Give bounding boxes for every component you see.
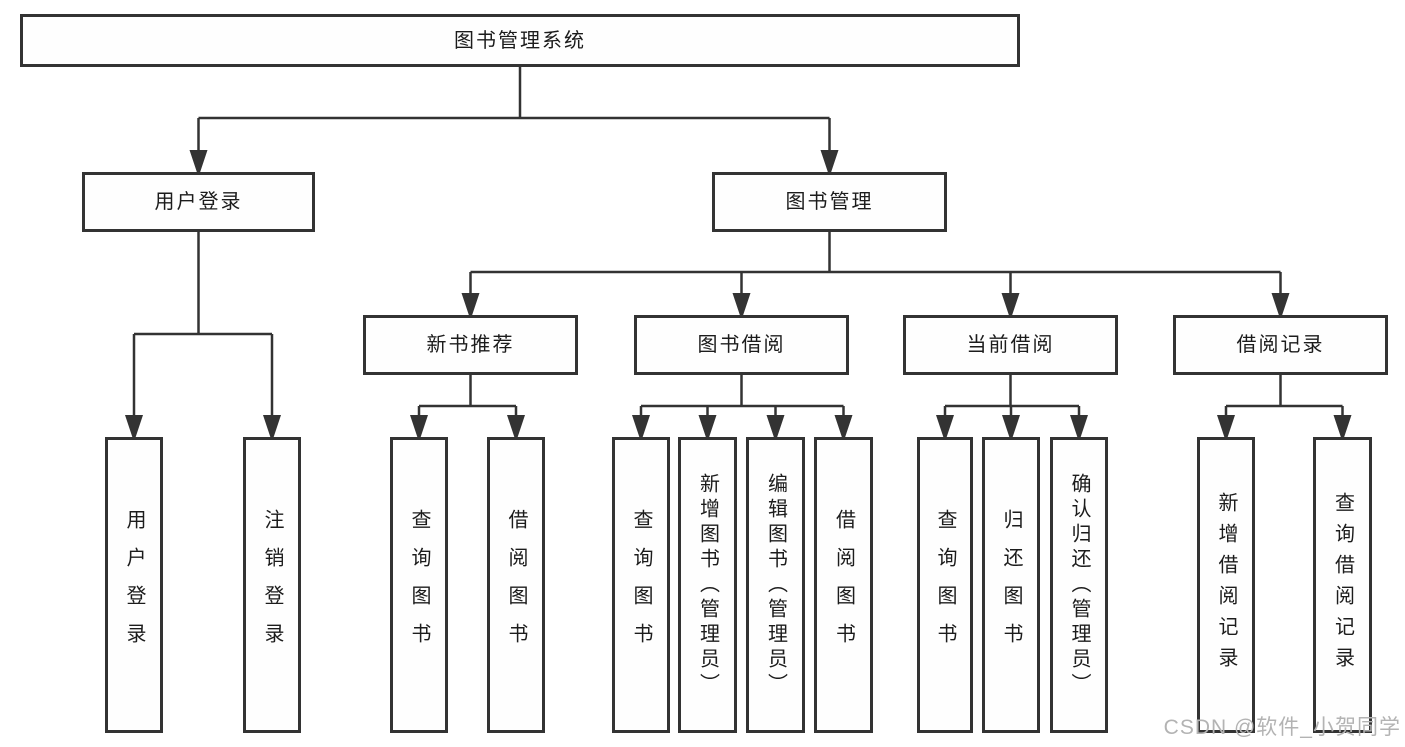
node-new-book-rec: 新书推荐 <box>363 315 578 375</box>
node-label: 借阅图书 <box>505 509 527 661</box>
node-label: 新增图书（管理员） <box>696 472 719 698</box>
node-label: 图书管理系统 <box>454 29 586 52</box>
node-edit-books-admin: 编辑图书（管理员） <box>746 437 805 733</box>
node-borrow-books-borrow: 借阅图书 <box>814 437 873 733</box>
node-label: 注销登录 <box>261 509 283 661</box>
node-borrow-books-new: 借阅图书 <box>487 437 545 733</box>
node-label: 图书借阅 <box>697 334 786 356</box>
node-label: 查询借阅记录 <box>1331 492 1354 678</box>
node-logout-leaf: 注销登录 <box>243 437 301 733</box>
watermark: CSDN @软件_小贺同学 <box>1163 716 1401 739</box>
node-label: 借阅图书 <box>832 509 855 661</box>
node-label: 图书管理 <box>785 191 874 213</box>
node-label: 新增借阅记录 <box>1215 492 1237 678</box>
node-label: 新书推荐 <box>426 334 515 356</box>
node-add-books-admin: 新增图书（管理员） <box>678 437 737 733</box>
node-query-books-borrow: 查询图书 <box>612 437 670 733</box>
node-label: 确认归还（管理员） <box>1068 472 1090 698</box>
node-query-books-current: 查询图书 <box>917 437 973 733</box>
node-label: 查询图书 <box>408 509 430 661</box>
node-root: 图书管理系统 <box>20 14 1020 67</box>
node-label: 查询图书 <box>630 509 652 661</box>
node-label: 查询图书 <box>934 509 956 661</box>
node-label: 当前借阅 <box>966 334 1055 356</box>
node-book-borrow: 图书借阅 <box>634 315 849 375</box>
node-query-borrow-record: 查询借阅记录 <box>1313 437 1372 733</box>
node-user-login: 用户登录 <box>82 172 315 232</box>
node-borrow-record: 借阅记录 <box>1173 315 1388 375</box>
node-label: 用户登录 <box>123 509 145 661</box>
node-current-borrow: 当前借阅 <box>903 315 1118 375</box>
node-confirm-return-admin: 确认归还（管理员） <box>1050 437 1108 733</box>
node-label: 归还图书 <box>1000 509 1022 661</box>
node-return-books: 归还图书 <box>982 437 1040 733</box>
node-book-mgmt: 图书管理 <box>712 172 947 232</box>
node-label: 用户登录 <box>154 191 243 213</box>
node-query-books-new: 查询图书 <box>390 437 448 733</box>
node-label: 编辑图书（管理员） <box>764 472 787 698</box>
node-label: 借阅记录 <box>1236 334 1325 356</box>
node-user-login-leaf: 用户登录 <box>105 437 163 733</box>
node-add-borrow-record: 新增借阅记录 <box>1197 437 1255 733</box>
